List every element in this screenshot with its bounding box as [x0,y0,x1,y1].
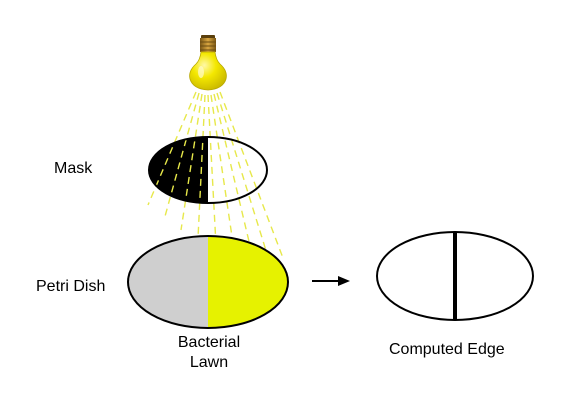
computed-edge-disc [376,231,534,321]
light-bulb-icon [189,35,227,91]
mask-label: Mask [54,160,93,177]
petri-dish-label: Petri Dish [36,278,106,295]
bacterial-lawn-label-line1: Bacterial [177,334,241,351]
bacterial-lawn-label: Bacterial Lawn [164,333,254,373]
petri-dish [127,235,289,329]
bacterial-lawn-label-line2: Lawn [189,354,229,371]
right-arrow-icon [312,276,350,286]
computed-edge-label: Computed Edge [389,341,505,358]
